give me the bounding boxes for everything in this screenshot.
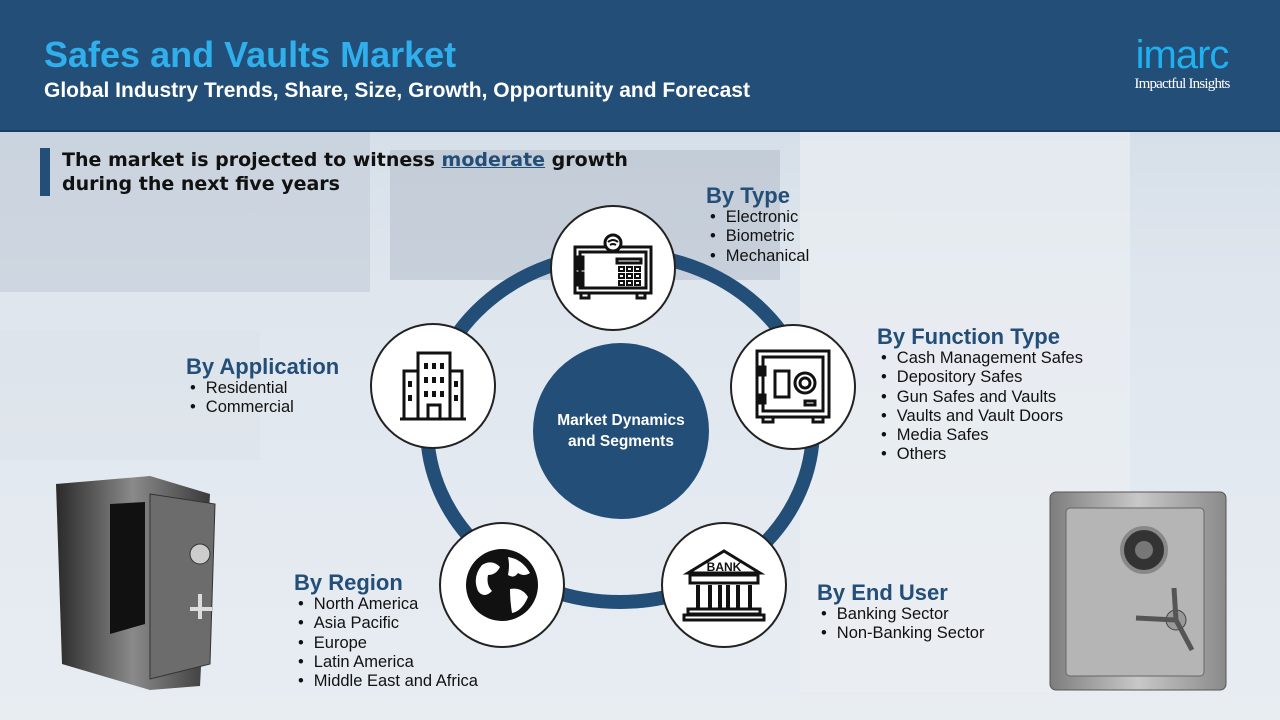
electronic-safe-icon [573, 233, 653, 300]
list-item: Biometric [706, 227, 809, 246]
segment-function: By Function Type Cash Management SafesDe… [877, 325, 1083, 465]
list-item: Vaults and Vault Doors [877, 407, 1083, 426]
segment-title: By Type [706, 183, 790, 208]
list-item: Asia Pacific [294, 614, 478, 633]
bank-label: BANK [707, 560, 742, 574]
function-node [730, 324, 856, 450]
page-subtitle: Global Industry Trends, Share, Size, Gro… [44, 79, 750, 102]
list-item: Commercial [186, 398, 339, 417]
application-node [370, 323, 496, 449]
projection-suffix: growth during the next five years [62, 149, 628, 195]
segment-title: By Application [186, 354, 340, 379]
page-title: Safes and Vaults Market [44, 34, 457, 75]
list-item: Electronic [706, 208, 809, 227]
segment-title: By Function Type [877, 324, 1060, 349]
segment-type: By Type ElectronicBiometricMechanical [706, 184, 809, 266]
logo-word: imarc [1135, 33, 1230, 77]
list-item: North America [294, 595, 478, 614]
list-item: Middle East and Africa [294, 672, 478, 691]
center-label-2: and Segments [568, 433, 674, 450]
background-window [0, 132, 370, 292]
list-item: Mechanical [706, 247, 809, 266]
list-item: Others [877, 445, 1083, 464]
center-circle: Market Dynamics and Segments [533, 343, 709, 519]
list-item: Depository Safes [877, 368, 1083, 387]
list-item: Non-Banking Sector [817, 624, 985, 643]
building-icon [400, 351, 466, 421]
bank-icon: BANK [682, 549, 766, 622]
projection-highlight: moderate [441, 149, 546, 171]
segment-application: By Application ResidentialCommercial [186, 355, 339, 418]
list-item: Cash Management Safes [877, 349, 1083, 368]
closed-safe-image [1049, 491, 1227, 691]
segment-region: By Region North AmericaAsia PacificEurop… [294, 571, 478, 691]
imarc-logo: imarc Impactful Insights [1122, 34, 1242, 93]
region-node [439, 522, 565, 648]
center-label-1: Market Dynamics [557, 412, 685, 429]
open-safe-image [56, 476, 216, 690]
header-banner: Safes and Vaults Market Global Industry … [0, 0, 1280, 132]
projection-statement: The market is projected to witness moder… [40, 148, 630, 196]
list-item: Media Safes [877, 426, 1083, 445]
list-item: Gun Safes and Vaults [877, 388, 1083, 407]
list-item: Residential [186, 379, 339, 398]
segment-title: By Region [294, 570, 403, 595]
segment-end-user: By End User Banking SectorNon-Banking Se… [817, 581, 984, 644]
list-item: Europe [294, 634, 478, 653]
end-user-node: BANK [661, 522, 787, 648]
list-item: Latin America [294, 653, 478, 672]
list-item: Banking Sector [817, 605, 984, 624]
globe-icon [466, 549, 538, 621]
type-node [550, 205, 676, 331]
logo-tagline: Impactful Insights [1134, 76, 1230, 92]
projection-prefix: The market is projected to witness [62, 149, 442, 171]
segment-title: By End User [817, 580, 948, 605]
safe-icon [755, 349, 831, 424]
